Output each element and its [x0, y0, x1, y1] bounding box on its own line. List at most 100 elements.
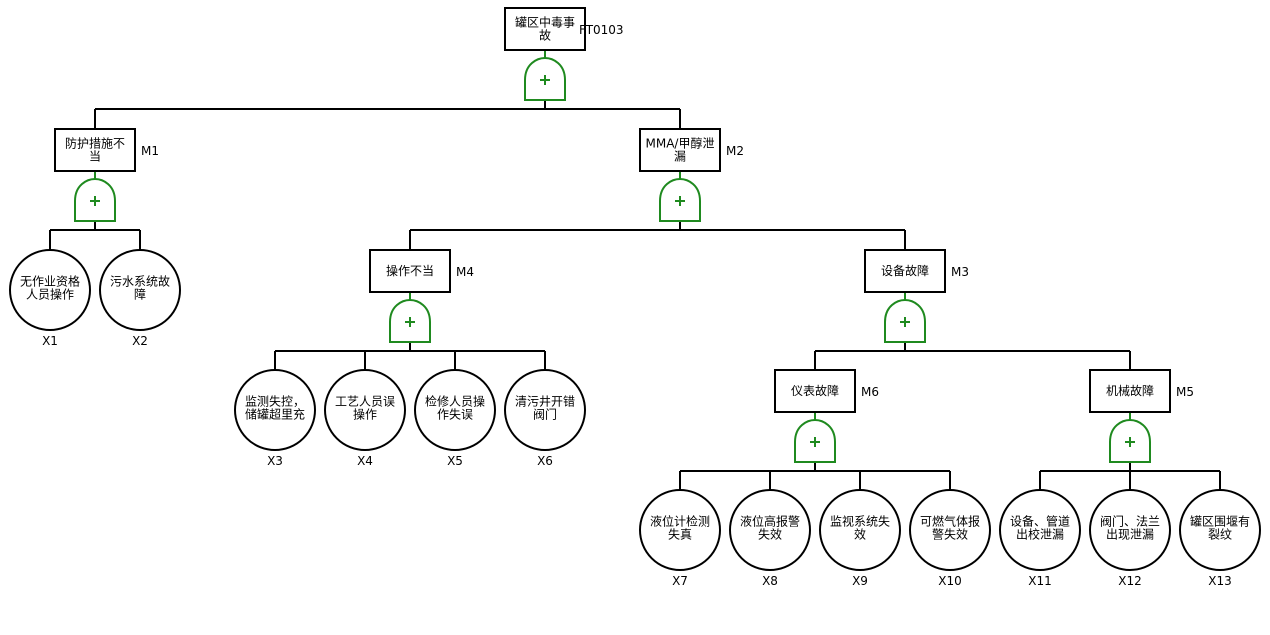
basic-event-label-line: 监测失控，	[245, 394, 305, 409]
event-label-line: 防护措施不	[65, 136, 125, 151]
basic-event-label: 工艺人员误操作	[335, 395, 395, 422]
basic-event-label: 监测失控，储罐超里充	[245, 394, 305, 422]
basic-event-id-label: X11	[1028, 574, 1052, 588]
event-box[interactable]	[864, 249, 946, 293]
basic-event-circle[interactable]	[999, 489, 1081, 571]
edges-layer	[49, 50, 1221, 490]
basic-event-label-line: 储罐超里充	[245, 407, 305, 422]
basic-event-x7[interactable]: 液位计检测失真 X7	[639, 489, 721, 588]
basic-event-label: 污水系统故障	[110, 274, 170, 302]
event-label: 操作不当	[386, 263, 434, 278]
basic-event-label-line: 阀门、法兰	[1100, 514, 1160, 529]
event-box[interactable]	[504, 7, 586, 51]
event-node-m1[interactable]: 防护措施不当 M1	[54, 128, 159, 172]
basic-event-circle[interactable]	[504, 369, 586, 451]
basic-event-label: 阀门、法兰出现泄漏	[1100, 514, 1160, 542]
basic-event-label: 无作业资格人员操作	[20, 274, 80, 302]
event-node-m5[interactable]: 机械故障 M5	[1089, 369, 1194, 413]
event-id-label: FT0103	[579, 23, 624, 37]
event-id-label: M1	[141, 144, 159, 158]
basic-event-label-line: 出校泄漏	[1016, 527, 1064, 542]
basic-event-id-label: X3	[267, 454, 283, 468]
basic-event-label: 液位计检测失真	[650, 514, 710, 542]
basic-event-x6[interactable]: 清污井开错阀门 X6	[504, 369, 586, 468]
basic-event-circle[interactable]	[639, 489, 721, 571]
basic-event-id-label: X2	[132, 334, 148, 348]
basic-event-label-line: 阀门	[533, 407, 557, 422]
event-label-line: 操作不当	[386, 263, 434, 278]
basic-event-id-label: X4	[357, 454, 373, 468]
event-box[interactable]	[639, 128, 721, 172]
basic-event-circle[interactable]	[729, 489, 811, 571]
gates-layer	[74, 56, 1151, 463]
basic-event-x4[interactable]: 工艺人员误操作 X4	[324, 369, 406, 468]
basic-event-circle[interactable]	[324, 369, 406, 451]
basic-event-circle[interactable]	[99, 249, 181, 331]
basic-event-circle[interactable]	[1089, 489, 1171, 571]
or-gate-m5	[1109, 418, 1151, 463]
basic-event-x9[interactable]: 监视系统失效 X9	[819, 489, 901, 588]
basic-event-label-line: 效	[854, 527, 866, 542]
basic-event-id-label: X6	[537, 454, 553, 468]
event-label: 设备故障	[881, 263, 929, 278]
event-id-label: M3	[951, 265, 969, 279]
event-id-label: M4	[456, 265, 474, 279]
basic-event-label-line: 出现泄漏	[1106, 528, 1154, 542]
event-id-label: M6	[861, 385, 879, 399]
basic-event-label: 液位高报警失效	[740, 514, 800, 542]
basic-event-label-line: 无作业资格	[20, 274, 80, 289]
basic-event-circle[interactable]	[9, 249, 91, 331]
event-id-label: M5	[1176, 385, 1194, 399]
basic-event-label-line: 作失误	[437, 407, 473, 422]
event-label: 机械故障	[1106, 383, 1154, 398]
event-node-m3[interactable]: 设备故障 M3	[864, 249, 969, 293]
basic-event-label: 可燃气体报警失效	[920, 514, 980, 542]
basic-event-label-line: 检修人员操	[425, 394, 485, 409]
basic-event-x8[interactable]: 液位高报警失效 X8	[729, 489, 811, 588]
basic-event-label: 设备、管道出校泄漏	[1010, 514, 1070, 542]
event-label-line: 机械故障	[1106, 383, 1154, 398]
basic-event-circle[interactable]	[1179, 489, 1261, 571]
basic-event-label-line: 工艺人员误	[335, 395, 395, 409]
event-label-line: 当	[89, 150, 101, 164]
basic-event-x2[interactable]: 污水系统故障 X2	[99, 249, 181, 348]
basic-event-x11[interactable]: 设备、管道出校泄漏 X11	[999, 489, 1081, 588]
basic-event-label: 监视系统失效	[830, 514, 890, 542]
basic-event-label-line: 污水系统故	[110, 274, 170, 289]
basic-event-id-label: X7	[672, 574, 688, 588]
basic-event-circle[interactable]	[819, 489, 901, 571]
basic-event-circle[interactable]	[234, 369, 316, 451]
basic-event-label-line: 失效	[758, 527, 782, 542]
basic-event-label: 清污井开错阀门	[515, 395, 575, 422]
basic-event-id-label: X9	[852, 574, 868, 588]
basic-event-circle[interactable]	[414, 369, 496, 451]
event-node-m4[interactable]: 操作不当 M4	[369, 249, 474, 293]
basic-event-id-label: X13	[1208, 574, 1232, 588]
basic-event-circle[interactable]	[909, 489, 991, 571]
event-label-line: MMA/甲醇泄	[646, 136, 715, 151]
basic-event-x3[interactable]: 监测失控，储罐超里充 X3	[234, 369, 316, 468]
basic-event-label-line: 可燃气体报	[920, 514, 980, 529]
event-box[interactable]	[774, 369, 856, 413]
event-label: MMA/甲醇泄漏	[646, 136, 715, 164]
basic-event-label-line: 人员操作	[26, 287, 74, 302]
basic-event-label: 检修人员操作失误	[425, 394, 485, 422]
event-box[interactable]	[1089, 369, 1171, 413]
event-box[interactable]	[54, 128, 136, 172]
basic-event-id-label: X8	[762, 574, 778, 588]
basic-event-label-line: 障	[134, 287, 146, 302]
event-box[interactable]	[369, 249, 451, 293]
basic-event-label-line: 监视系统失	[830, 514, 890, 529]
event-label-line: 漏	[674, 150, 686, 164]
